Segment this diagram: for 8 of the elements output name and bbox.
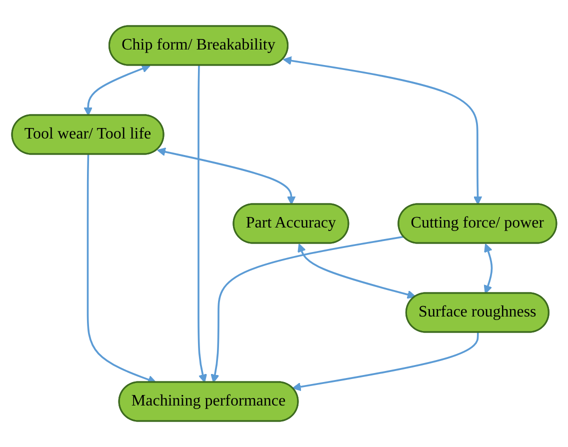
arrow	[210, 236, 404, 383]
arrow	[484, 243, 492, 294]
arrow	[197, 65, 207, 383]
arrow	[297, 243, 416, 299]
arrow	[282, 56, 482, 205]
arrow	[83, 64, 150, 116]
arrow	[292, 332, 479, 392]
arrow	[156, 148, 296, 205]
